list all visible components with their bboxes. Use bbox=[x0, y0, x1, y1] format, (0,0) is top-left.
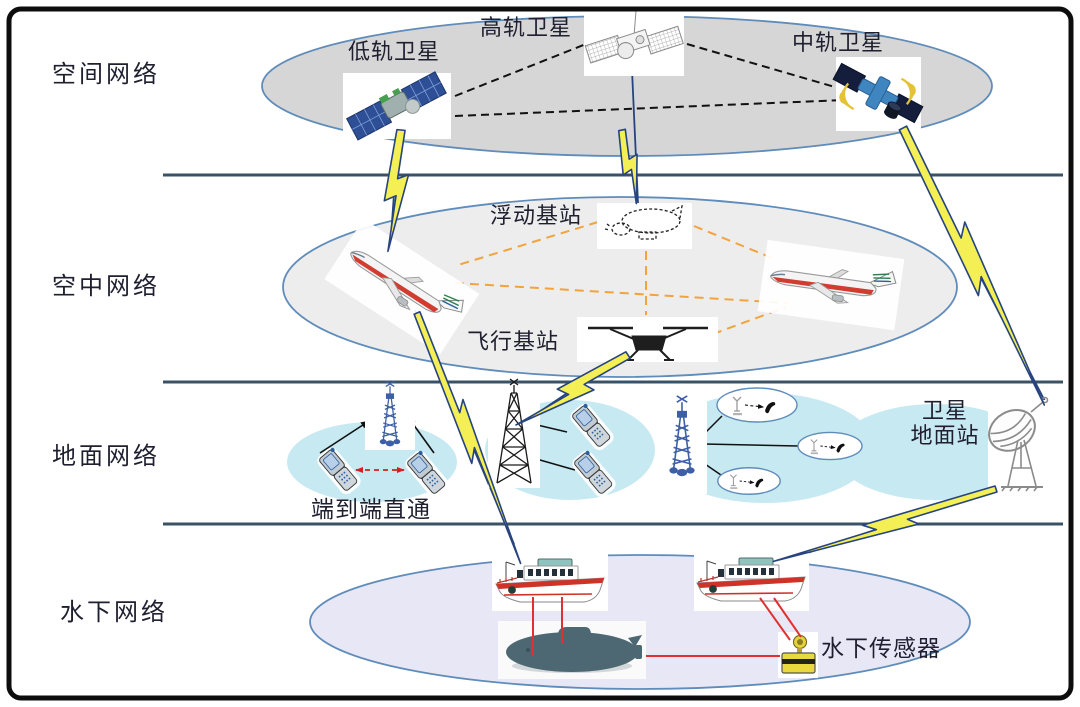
layer-label-ground: 地面网络 bbox=[52, 442, 160, 470]
floating-base-station-label: 浮动基站 bbox=[490, 204, 583, 229]
small-cell-bubble-3-icon bbox=[718, 468, 780, 495]
diagram-frame bbox=[6, 6, 1074, 701]
satellite-ground-station-label-line1: 卫星 bbox=[921, 399, 968, 424]
satellite-ground-station-label: 卫星 地面站 bbox=[899, 399, 991, 450]
dish-antenna-icon bbox=[988, 396, 1058, 492]
flying-base-station-label: 飞行基站 bbox=[467, 330, 560, 355]
underwater-links bbox=[532, 597, 802, 657]
heo-satellite-icon bbox=[584, 9, 684, 76]
small-cell-bubble-1-icon bbox=[717, 388, 797, 422]
airship-icon bbox=[597, 203, 692, 249]
cell-tower-blue-right-icon bbox=[655, 395, 707, 494]
meo-satellite-icon bbox=[832, 57, 924, 131]
small-cell-bubble-2-icon bbox=[798, 432, 862, 459]
inter-satellite-links bbox=[454, 43, 853, 117]
underwater-sensor-icon bbox=[778, 632, 818, 678]
heo-satellite-label: 高轨卫星 bbox=[480, 16, 573, 41]
layer-label-air: 空中网络 bbox=[52, 272, 160, 300]
layer-label-underwater: 水下网络 bbox=[60, 598, 168, 626]
leo-satellite-label: 低轨卫星 bbox=[348, 40, 441, 65]
drone-icon bbox=[577, 317, 718, 362]
layer-label-space: 空间网络 bbox=[52, 60, 160, 88]
satellite-ground-station-label-line2: 地面站 bbox=[910, 424, 980, 450]
meo-satellite-label: 中轨卫星 bbox=[792, 31, 885, 56]
ship-left-icon bbox=[492, 544, 608, 611]
submarine-icon bbox=[498, 621, 646, 679]
cell-tower-blue-small-icon bbox=[365, 380, 415, 450]
leo-satellite-icon bbox=[343, 71, 451, 141]
ship-right-icon bbox=[694, 544, 809, 611]
d2d-label: 端到端直通 bbox=[311, 497, 431, 523]
cell-tower-black-icon bbox=[488, 378, 540, 488]
underwater-sensor-label: 水下传感器 bbox=[821, 636, 941, 662]
